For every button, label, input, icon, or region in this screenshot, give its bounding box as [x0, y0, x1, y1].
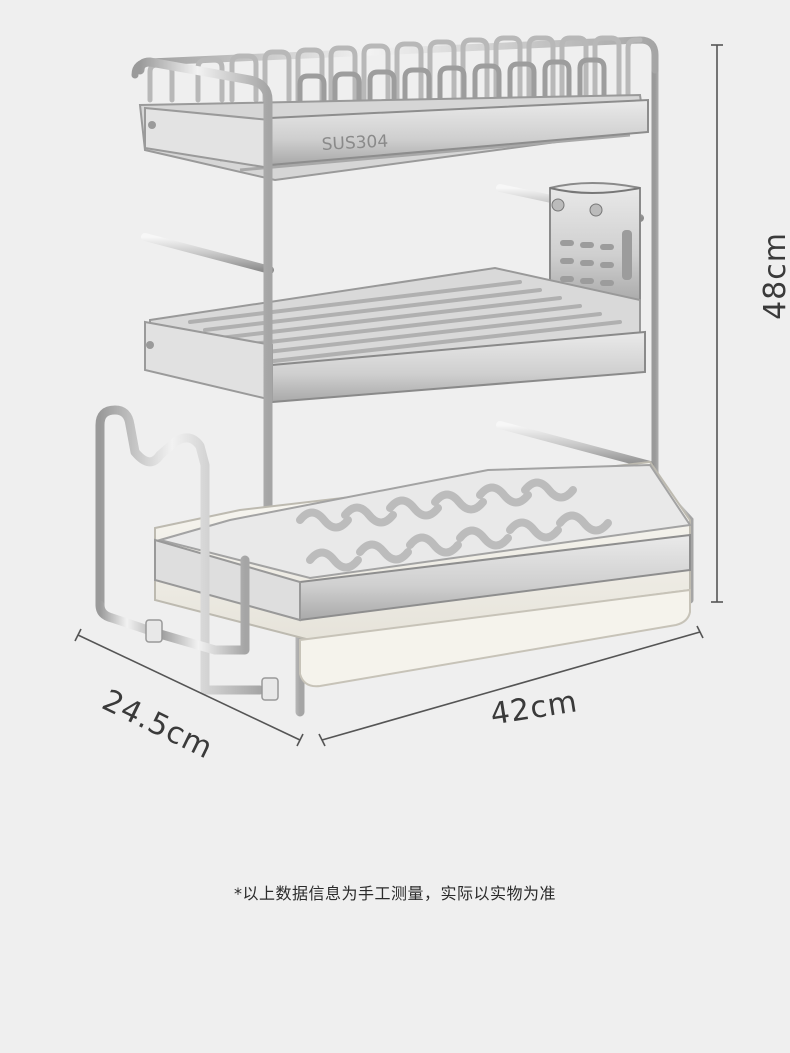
depth-dimension-line: [77, 634, 301, 741]
middle-shelf: [144, 266, 646, 404]
top-dish-rack: SUS304: [138, 35, 649, 182]
width-dimension-line: [321, 631, 701, 741]
cutting-board-holder: [95, 405, 265, 695]
measurement-disclaimer: *以上数据信息为手工测量，实际以实物为准: [233, 884, 556, 903]
holder-caps: [145, 619, 279, 701]
height-label: 48cm: [758, 232, 790, 320]
sus304-engraving: SUS304: [321, 132, 388, 155]
bottom-drip-tray: [154, 460, 692, 688]
dimension-lines: [74, 44, 723, 747]
